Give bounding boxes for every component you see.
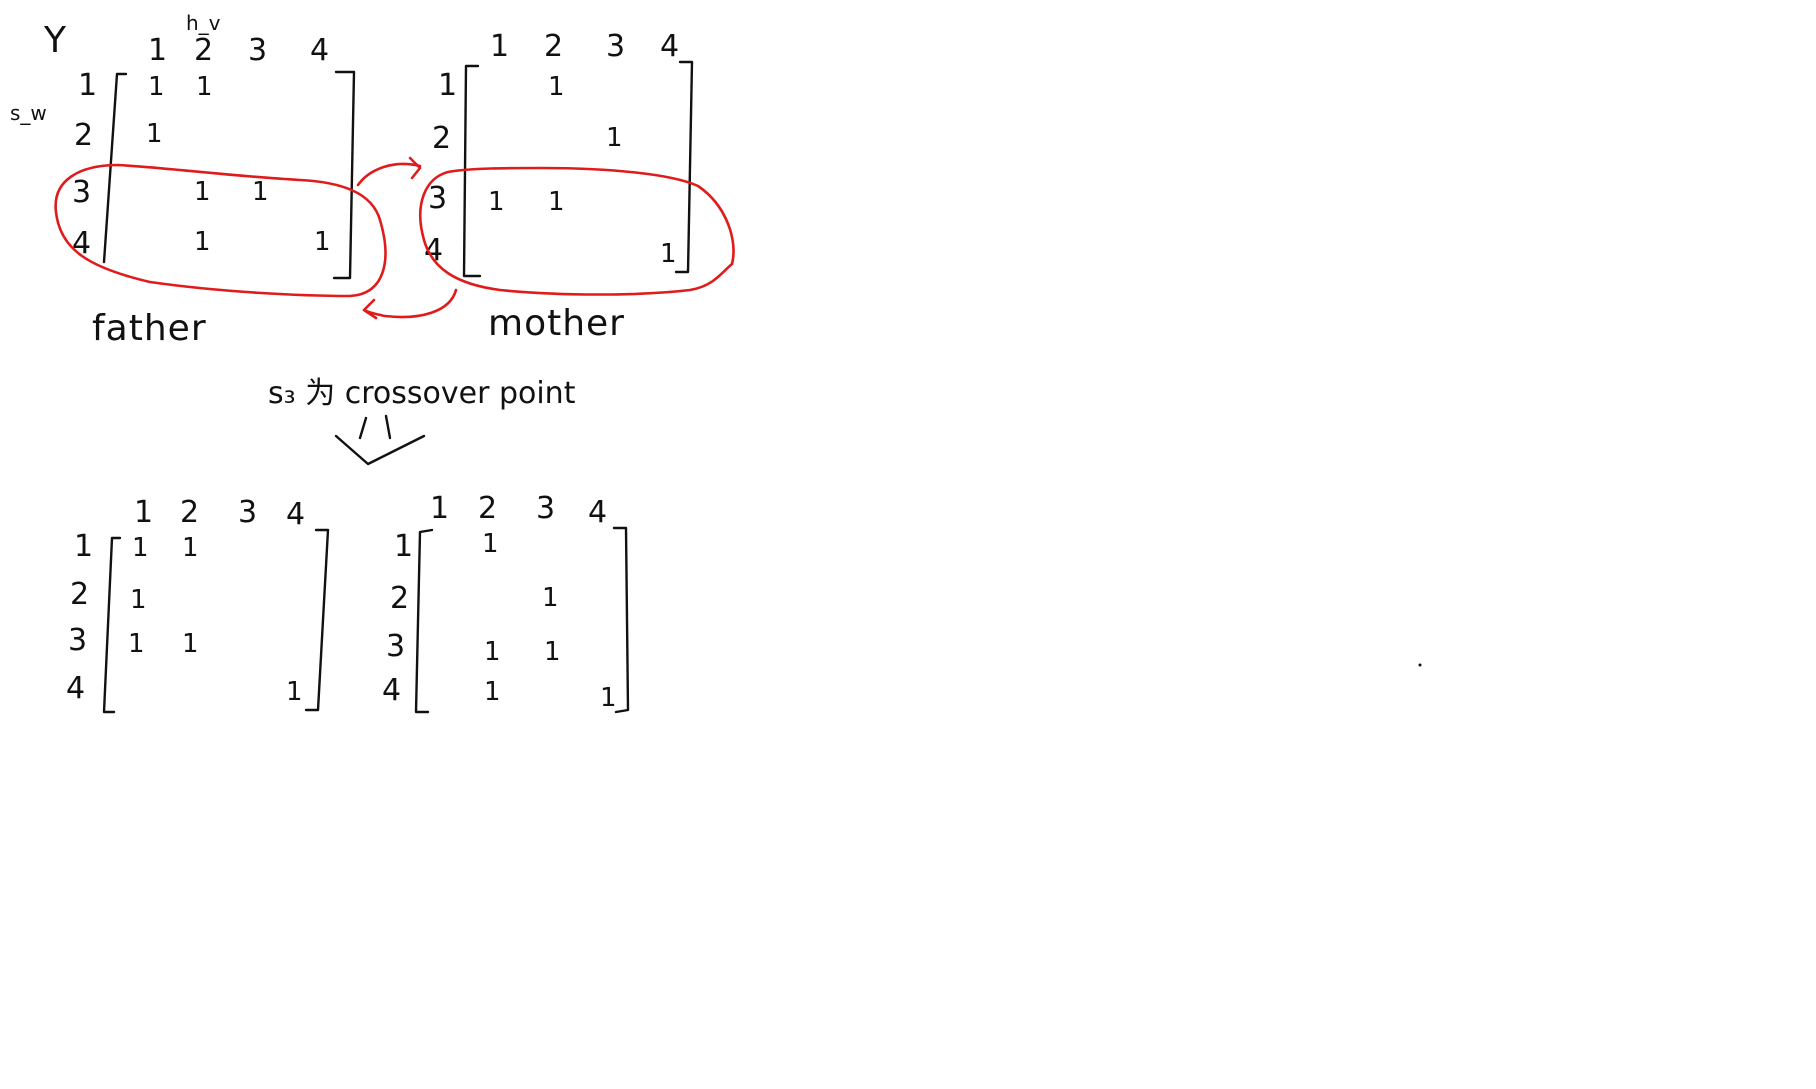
down-arrow-shaft-right	[384, 414, 392, 440]
col-label: 1	[134, 495, 153, 530]
row-label: 1	[438, 68, 457, 103]
row-label: 4	[66, 671, 85, 706]
col-label: 1	[490, 29, 509, 64]
child-1-cells: 1 1 1 1 1 1	[128, 533, 303, 707]
cell: 1	[548, 187, 565, 217]
child-2-right-bracket	[612, 526, 630, 714]
child-1-row-labels: 1 2 3 4	[66, 529, 93, 706]
child-1-left-bracket	[102, 536, 122, 714]
row-label: 2	[74, 118, 93, 153]
col-label: 4	[660, 29, 679, 64]
col-label: 2	[478, 491, 497, 526]
col-label: 3	[238, 495, 257, 530]
arrow-father-to-mother	[356, 162, 422, 187]
cell: 1	[182, 629, 199, 659]
matrix-name-label: Y	[43, 20, 67, 61]
down-arrow-head	[334, 434, 426, 466]
row-label: 2	[390, 581, 409, 616]
mother-crossover-loop	[419, 166, 735, 296]
cell: 1	[252, 177, 269, 207]
cell: 1	[542, 583, 559, 613]
row-label: 3	[68, 623, 87, 658]
cell: 1	[128, 629, 145, 659]
column-header-label: h_v	[186, 11, 221, 35]
row-label: 4	[382, 673, 401, 708]
arrowhead-right	[408, 156, 422, 180]
col-label: 1	[148, 33, 167, 68]
stray-dot	[1418, 663, 1422, 667]
row-label: 3	[72, 175, 91, 210]
child-1-right-bracket	[304, 528, 330, 712]
mother-cells: 1 1 1 1 1	[488, 72, 677, 269]
child-2-left-bracket	[414, 528, 434, 714]
cell: 1	[484, 677, 501, 707]
cell: 1	[286, 677, 303, 707]
col-label: 2	[194, 33, 213, 68]
row-label: 2	[70, 577, 89, 612]
col-label: 4	[286, 497, 305, 532]
arrow-mother-to-father	[362, 288, 458, 319]
father-matrix: 1 2 3 4 1 2 3 4 1 1 1 1 1 1	[72, 33, 356, 349]
father-left-bracket	[102, 72, 128, 264]
cell: 1	[148, 72, 165, 102]
child-2-col-labels: 1 2 3 4	[430, 491, 607, 530]
cell: 1	[194, 177, 211, 207]
cell: 1	[488, 187, 505, 217]
col-label: 3	[536, 491, 555, 526]
father-cells: 1 1 1 1 1 1 1	[146, 72, 331, 257]
cell: 1	[600, 683, 617, 713]
cell: 1	[132, 533, 149, 563]
father-crossover-loop	[54, 163, 387, 298]
mother-col-labels: 1 2 3 4	[490, 29, 679, 64]
col-label: 3	[248, 33, 267, 68]
row-label: 3	[428, 181, 447, 216]
cell: 1	[146, 119, 163, 149]
col-label: 4	[588, 495, 607, 530]
row-header-label: s_w	[10, 101, 47, 125]
cell: 1	[606, 123, 623, 153]
col-label: 2	[544, 29, 563, 64]
col-label: 4	[310, 33, 329, 68]
child-2-matrix: 1 2 3 4 1 2 3 4 1 1 1 1 1	[382, 491, 630, 714]
cell: 1	[130, 585, 147, 615]
row-label: 1	[78, 68, 97, 103]
col-label: 2	[180, 495, 199, 530]
father-col-labels: 1 2 3 4	[148, 33, 329, 68]
arrowhead-left	[362, 298, 378, 320]
row-label: 1	[74, 529, 93, 564]
cell: 1	[194, 227, 211, 257]
mother-label: mother	[488, 303, 625, 344]
cell: 1	[314, 227, 331, 257]
cell: 1	[544, 637, 561, 667]
mother-right-bracket	[674, 60, 694, 274]
child-1-matrix: 1 2 3 4 1 2 3 4 1 1 1 1 1	[66, 495, 330, 714]
cell: 1	[660, 239, 677, 269]
cell: 1	[196, 72, 213, 102]
father-label: father	[92, 308, 207, 349]
crossover-note: s₃ 为 crossover point	[268, 376, 576, 411]
father-row-labels: 1 2 3 4	[72, 68, 97, 261]
col-label: 3	[606, 29, 625, 64]
child-2-row-labels: 1 2 3 4	[382, 529, 413, 708]
down-arrow-shaft-left	[358, 416, 368, 440]
row-label: 2	[432, 121, 451, 156]
row-label: 4	[424, 233, 443, 268]
mother-matrix: 1 2 3 4 1 2 3 4 1 1 1 1	[424, 29, 694, 344]
cell: 1	[182, 533, 199, 563]
row-label: 3	[386, 629, 405, 664]
row-label: 1	[394, 529, 413, 564]
cell: 1	[548, 72, 565, 102]
mother-row-labels: 1 2 3 4	[424, 68, 457, 268]
child-1-col-labels: 1 2 3 4	[134, 495, 305, 532]
cell: 1	[484, 637, 501, 667]
child-2-cells: 1 1 1 1 1 1	[482, 529, 617, 713]
cell: 1	[482, 529, 499, 559]
col-label: 1	[430, 491, 449, 526]
father-right-bracket	[332, 70, 356, 280]
